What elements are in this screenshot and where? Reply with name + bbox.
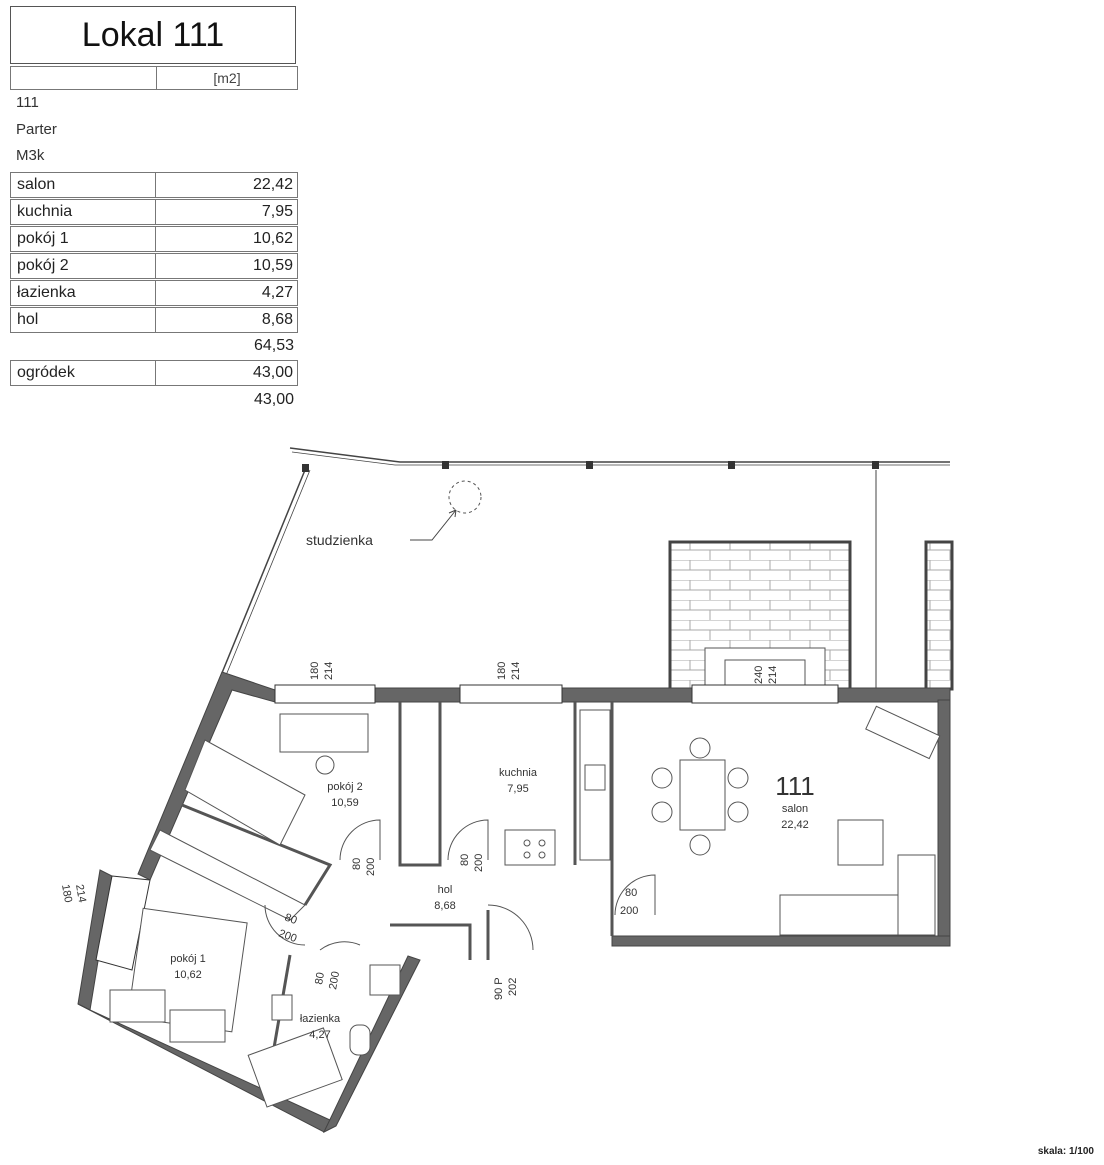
door-width: 80 bbox=[313, 971, 327, 985]
unit-header-row: [m2] bbox=[10, 66, 298, 90]
door-width: 80 bbox=[351, 858, 363, 870]
window-width: 180 bbox=[309, 662, 321, 680]
entry-door-width: 90 P bbox=[493, 977, 505, 1000]
interior-walls bbox=[181, 702, 614, 1101]
windows bbox=[95, 684, 839, 971]
door-swings bbox=[264, 819, 656, 951]
door-height: 200 bbox=[473, 854, 485, 872]
door-width: 80 bbox=[625, 887, 637, 899]
door-height: 200 bbox=[277, 928, 298, 946]
window-height: 214 bbox=[510, 662, 522, 680]
unit-floor: Parter bbox=[16, 121, 57, 138]
area-unit: [m2] bbox=[213, 70, 241, 86]
door-height: 200 bbox=[327, 970, 342, 990]
window-height: 214 bbox=[323, 662, 335, 680]
room-label-salon: salon bbox=[782, 803, 808, 815]
unit-title: Lokal 111 bbox=[10, 6, 296, 64]
unit-number: 111 bbox=[16, 94, 39, 111]
door-height: 200 bbox=[620, 905, 638, 917]
fence-posts bbox=[302, 461, 879, 472]
door-width: 80 bbox=[283, 912, 299, 927]
room-area-pokoj2: 10,59 bbox=[331, 797, 359, 809]
room-area-salon: 22,42 bbox=[781, 819, 809, 831]
rooms-total-row: 64,53 bbox=[253, 337, 294, 354]
room-furniture bbox=[109, 705, 941, 1108]
door-width: 80 bbox=[459, 854, 471, 866]
unit-number-label: 111 bbox=[775, 771, 815, 801]
room-area-lazienka: 4,27 bbox=[309, 1029, 330, 1041]
room-area-kuchnia: 7,95 bbox=[507, 783, 528, 795]
room-label-pokoj1: pokój 1 bbox=[170, 953, 205, 965]
scale-label: skala: 1/100 bbox=[1037, 1146, 1094, 1157]
room-label-hol: hol bbox=[438, 884, 453, 896]
entry-door-height: 202 bbox=[507, 978, 519, 996]
window-width: 180 bbox=[496, 662, 508, 680]
room-area-hol: 8,68 bbox=[434, 900, 455, 912]
window-height: 214 bbox=[73, 883, 88, 903]
window-width: 240 bbox=[753, 666, 765, 684]
unit-type: M3k bbox=[16, 147, 45, 164]
terrace-right bbox=[924, 540, 954, 691]
garden-total-row: 43,00 bbox=[253, 391, 294, 408]
room-area-pokoj1: 10,62 bbox=[174, 969, 202, 981]
well-label: studzienka bbox=[306, 532, 373, 548]
garden-fence bbox=[214, 447, 950, 691]
room-label-kuchnia: kuchnia bbox=[499, 767, 538, 779]
window-width: 180 bbox=[59, 883, 74, 903]
window-height: 214 bbox=[767, 666, 779, 684]
room-label-lazienka: łazienka bbox=[300, 1013, 341, 1025]
door-height: 200 bbox=[365, 858, 377, 876]
room-label-pokoj2: pokój 2 bbox=[327, 781, 362, 793]
well-icon bbox=[448, 480, 482, 514]
